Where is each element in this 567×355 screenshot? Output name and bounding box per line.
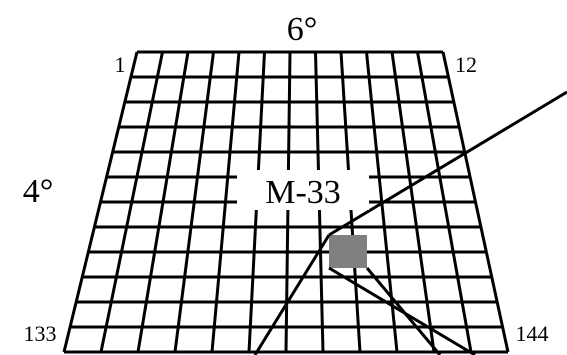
corner-label-bottom-right: 144	[516, 321, 549, 346]
leader-lines	[253, 90, 567, 355]
trapezoid-grid	[62, 50, 510, 354]
sheet-id-label: M-33	[265, 174, 341, 211]
grid-column-line	[136, 51, 190, 353]
top-angle-label: 6°	[287, 11, 318, 48]
grid-column-line	[99, 51, 164, 353]
leader-line-left	[253, 234, 331, 355]
leader-line-lower	[328, 266, 476, 355]
leader-line-upper	[328, 90, 567, 237]
grid-column-line	[441, 51, 510, 353]
grid-column-line	[173, 51, 215, 353]
grid-column-line	[210, 51, 241, 353]
grid-column-line	[390, 51, 436, 353]
corner-label-top-left: 1	[115, 52, 126, 77]
grid-column-line	[62, 51, 139, 353]
sheet-id-background	[237, 170, 369, 210]
highlighted-sheet-cell	[329, 235, 367, 268]
corner-label-bottom-left: 133	[24, 321, 57, 346]
corner-label-top-right: 12	[455, 52, 477, 77]
grid-column-line	[416, 51, 473, 353]
side-angle-label: 4°	[23, 173, 54, 210]
